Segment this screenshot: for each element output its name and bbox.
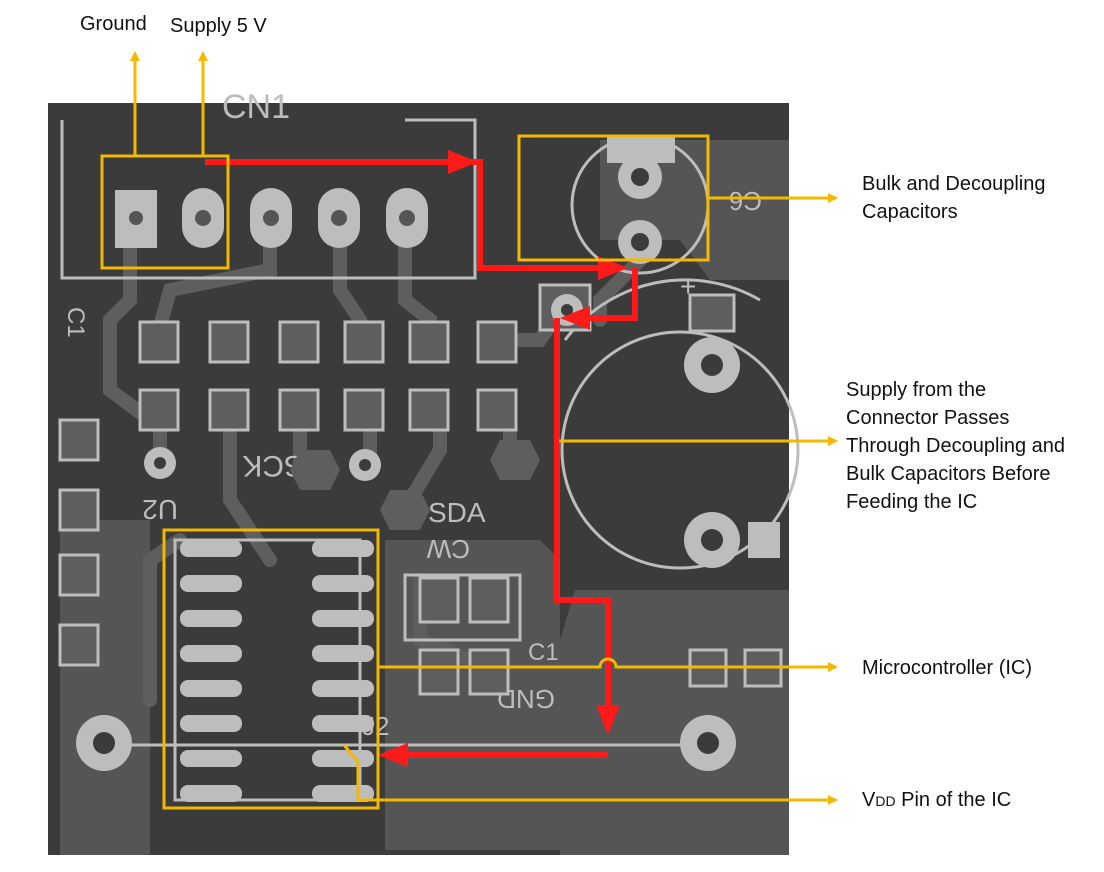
supply-path-label: Supply from the Connector Passes Through… <box>846 379 1066 513</box>
supply-label: Supply 5 V <box>170 15 267 37</box>
connector-cn1 <box>115 188 428 248</box>
silk-cw: CW <box>426 534 470 564</box>
leader-lines <box>130 51 838 805</box>
vdd-rest: Pin of the IC <box>895 789 1012 811</box>
capacitor-pads: + <box>607 135 780 568</box>
vdd-main: V <box>862 789 876 811</box>
silk-c6: C6 <box>729 186 762 216</box>
silk-c1: C1 <box>528 639 559 666</box>
silkscreen-text: CN1 C6 C1 SCK SDA CW U2 C1 GND J2 <box>62 88 762 741</box>
trace-cap-return <box>575 268 638 321</box>
silk-u2: U2 <box>142 494 178 525</box>
ic-u2 <box>180 540 374 802</box>
svg-text:+: + <box>680 271 696 302</box>
silk-cn1: CN1 <box>222 88 290 126</box>
ground-label: Ground <box>80 13 147 35</box>
trace-arrowheads <box>378 150 628 767</box>
vdd-leader <box>342 744 838 805</box>
highlight-boxes <box>100 134 710 810</box>
mounting-holes <box>76 715 736 771</box>
vdd-label: VDD Pin of the IC <box>862 786 1011 815</box>
ground-supply-highlight <box>100 154 230 270</box>
vdd-subscript: DD <box>875 793 896 809</box>
silk-c1-left: C1 <box>62 307 89 338</box>
ic-leader <box>378 657 838 672</box>
capacitors-label: Bulk and Decoupling Capacitors <box>862 173 1046 223</box>
trace-to-capacitors <box>205 159 610 271</box>
silk-sda: SDA <box>428 497 486 528</box>
ic-highlight <box>162 528 380 810</box>
ic-label: Microcontroller (IC) <box>862 657 1033 679</box>
